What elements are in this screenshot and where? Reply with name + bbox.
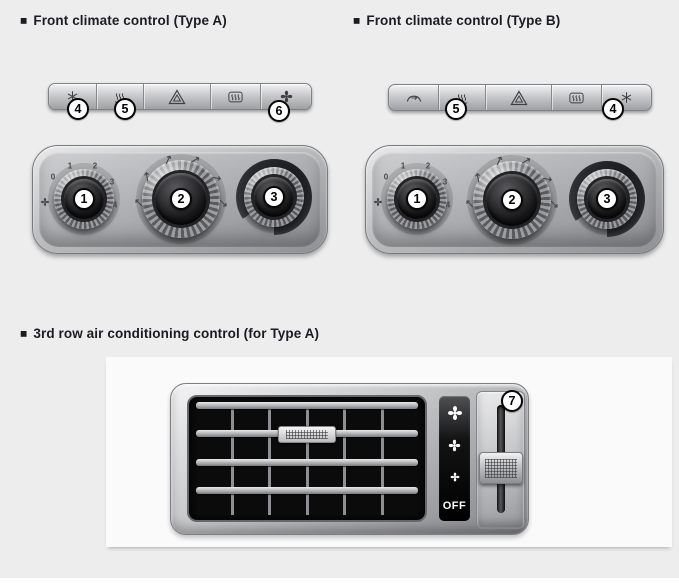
hazard-button — [484, 85, 551, 110]
heading-bullet-icon: ■ — [20, 326, 28, 340]
third-row-vent-unit: OFF — [170, 383, 529, 535]
heading-text: 3rd row air conditioning control (for Ty… — [33, 326, 320, 341]
callout-5: 5 — [445, 98, 467, 120]
callout-3: 3 — [263, 186, 285, 208]
hazard-button — [142, 84, 210, 109]
ac-button — [600, 85, 651, 110]
mode-mark-icon — [163, 155, 173, 165]
callout-2: 2 — [501, 189, 523, 211]
callout-4: 4 — [602, 98, 624, 120]
ac-icon — [620, 91, 633, 104]
vent-row — [196, 465, 418, 487]
off-label: OFF — [442, 499, 467, 512]
heading-text: Front climate control (Type B) — [366, 13, 561, 28]
mode-mark-icon — [210, 172, 221, 183]
fan-speed-knob: 0 1 2 3 4 1 — [36, 151, 132, 247]
callout-4: 4 — [67, 98, 89, 120]
hazard-warning-icon — [509, 89, 528, 106]
rear-defrost-icon — [569, 92, 584, 104]
callout-1: 1 — [73, 188, 95, 210]
knob-face: 3 — [254, 177, 294, 217]
callout-6: 6 — [268, 100, 290, 122]
fan-tick: 3 — [442, 177, 448, 187]
fan-tick: 0 — [383, 172, 389, 182]
knob-face: 3 — [587, 179, 627, 219]
mode-mark-icon — [190, 155, 200, 165]
temperature-knob: 3 — [559, 151, 655, 247]
rear-defrost-button — [210, 84, 260, 109]
vent-louver — [196, 426, 418, 444]
hazard-warning-icon — [168, 88, 186, 105]
callout-1: 1 — [406, 188, 428, 210]
vent-row — [196, 437, 418, 459]
rear-fan-button — [260, 84, 311, 109]
heading-bullet-icon: ■ — [20, 13, 28, 27]
mode-mark-icon — [135, 199, 143, 207]
fan-icon — [280, 90, 293, 103]
fan-high-icon — [447, 405, 463, 426]
mode-mark-icon — [466, 200, 474, 208]
heading-text: Front climate control (Type A) — [33, 13, 227, 28]
mode-mark-icon — [541, 173, 552, 184]
mode-knob: 2 — [129, 147, 233, 251]
vent-louver — [196, 458, 418, 466]
fan-medium-icon — [448, 439, 461, 457]
temperature-knob: 3 — [226, 149, 322, 245]
fan-low-icon — [450, 469, 460, 487]
recirculation-button — [389, 85, 438, 110]
slider-thumb — [478, 452, 523, 484]
callout-2: 2 — [170, 188, 192, 210]
fan-speed-scale: OFF — [439, 396, 470, 521]
callout-7: 7 — [501, 390, 523, 412]
louver-direction-thumb — [278, 426, 336, 444]
fan-speed-slider — [476, 391, 525, 529]
rear-defrost-button — [551, 85, 600, 110]
fan-icon — [374, 198, 383, 209]
knob-face: 2 — [155, 173, 207, 225]
vent-row — [196, 409, 418, 431]
recirculation-icon — [406, 92, 422, 103]
knob-face: 1 — [64, 179, 104, 219]
vent-louver — [196, 486, 418, 494]
section-heading-front-type-b: ■ Front climate control (Type B) — [353, 13, 560, 28]
mode-mark-icon — [219, 199, 227, 207]
mode-mark-icon — [521, 156, 531, 166]
knob-face: 1 — [397, 179, 437, 219]
fan-icon — [41, 198, 50, 209]
fan-tick: 1 — [400, 161, 406, 171]
vent-louver — [196, 402, 418, 409]
fan-tick: 4 — [445, 200, 451, 210]
fan-tick: 3 — [109, 177, 115, 187]
fan-tick: 0 — [50, 172, 56, 182]
mode-mark-icon — [141, 171, 152, 182]
mode-mark-icon — [494, 156, 504, 166]
vent-row — [196, 493, 418, 515]
fan-tick: 2 — [425, 161, 431, 171]
rear-defrost-icon — [228, 91, 243, 103]
knob-face: 2 — [486, 174, 538, 226]
fan-tick: 1 — [67, 161, 73, 171]
page-bottom-margin — [0, 578, 679, 587]
vent-grille — [187, 395, 427, 522]
mode-mark-icon — [472, 172, 483, 183]
mode-knob: 2 — [460, 148, 564, 252]
section-heading-3rd-row: ■ 3rd row air conditioning control (for … — [20, 326, 319, 341]
fan-tick: 2 — [92, 161, 98, 171]
heading-bullet-icon: ■ — [353, 13, 361, 27]
fan-speed-knob: 0 1 2 3 4 1 — [369, 151, 465, 247]
callout-5: 5 — [114, 98, 136, 120]
callout-3: 3 — [596, 188, 618, 210]
button-strip-type-a — [48, 83, 312, 110]
section-heading-front-type-a: ■ Front climate control (Type A) — [20, 13, 227, 28]
mode-mark-icon — [550, 200, 558, 208]
fan-tick: 4 — [112, 200, 118, 210]
